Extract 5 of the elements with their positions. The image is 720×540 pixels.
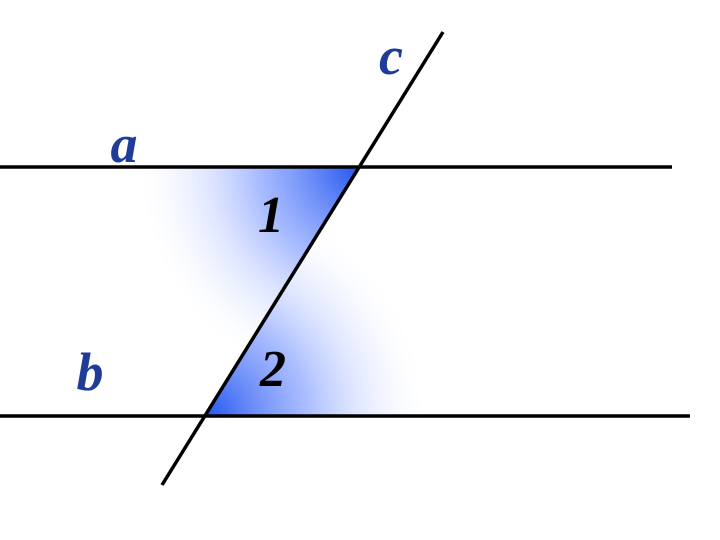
angle-label: 2 <box>260 344 286 396</box>
line-label: a <box>110 117 138 171</box>
line-label: c <box>379 29 403 83</box>
angle-label: 1 <box>258 190 284 242</box>
line-label: b <box>76 345 104 399</box>
